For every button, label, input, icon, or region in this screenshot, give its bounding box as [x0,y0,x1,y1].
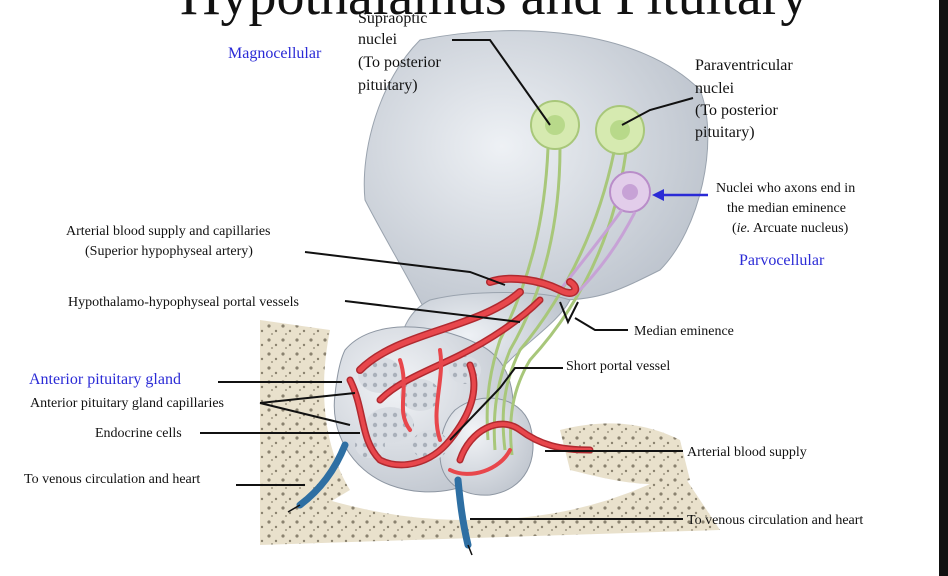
label-venous-right: To venous circulation and heart [687,513,864,528]
label-portal-vessels: Hypothalamo-hypophyseal portal vessels [68,295,299,310]
label-short-portal-vessel: Short portal vessel [566,359,671,374]
label-arterial-capillaries-1: Arterial blood supply and capillaries [66,224,271,239]
hypothalamus-tissue [363,30,709,321]
label-endocrine-cells: Endocrine cells [95,426,182,441]
label-magnocellular: Magnocellular [228,45,322,62]
label-anterior-capillaries: Anterior pituitary gland capillaries [30,396,224,411]
parvocellular-neurons [558,171,651,297]
label-nuclei-axons-3: (ie. Arcuate nucleus) [732,221,849,236]
label-paraventricular-3: (To posterior [695,102,778,119]
leader-lines [200,39,694,520]
label-supraoptic-3: (To posterior [358,54,441,71]
diagram-title-fragment: Hypothalamus and Pituitary [180,0,808,28]
portal-vasculature [346,274,594,476]
label-arterial-capillaries-2: (Superior hypophyseal artery) [85,244,253,259]
label-supraoptic-4: pituitary) [358,77,418,94]
sella-bone-left [260,320,350,520]
label-nuclei-axons-2: the median eminence [727,201,846,216]
arcuate-arrow [652,189,708,201]
label-arterial-blood-supply: Arterial blood supply [687,445,807,460]
venous-drainage-right [454,476,472,549]
label-paraventricular-2: nuclei [695,80,735,97]
magnocellular-neurons [485,100,645,456]
label-paraventricular-1: Paraventricular [695,57,793,74]
window-edge [939,0,948,576]
label-venous-left: To venous circulation and heart [24,472,201,487]
label-supraoptic-2: nuclei [358,31,398,48]
label-anterior-pituitary: Anterior pituitary gland [29,371,181,388]
label-paraventricular-4: pituitary) [695,124,755,141]
label-median-eminence: Median eminence [634,324,734,339]
venous-drainage-left [296,441,349,509]
sella-bone-right [560,423,690,485]
label-parvocellular: Parvocellular [739,252,825,269]
sella-bone-bottom [260,470,720,545]
label-supraoptic-1: Supraoptic [358,10,428,27]
label-nuclei-axons-1: Nuclei who axons end in [716,181,856,196]
